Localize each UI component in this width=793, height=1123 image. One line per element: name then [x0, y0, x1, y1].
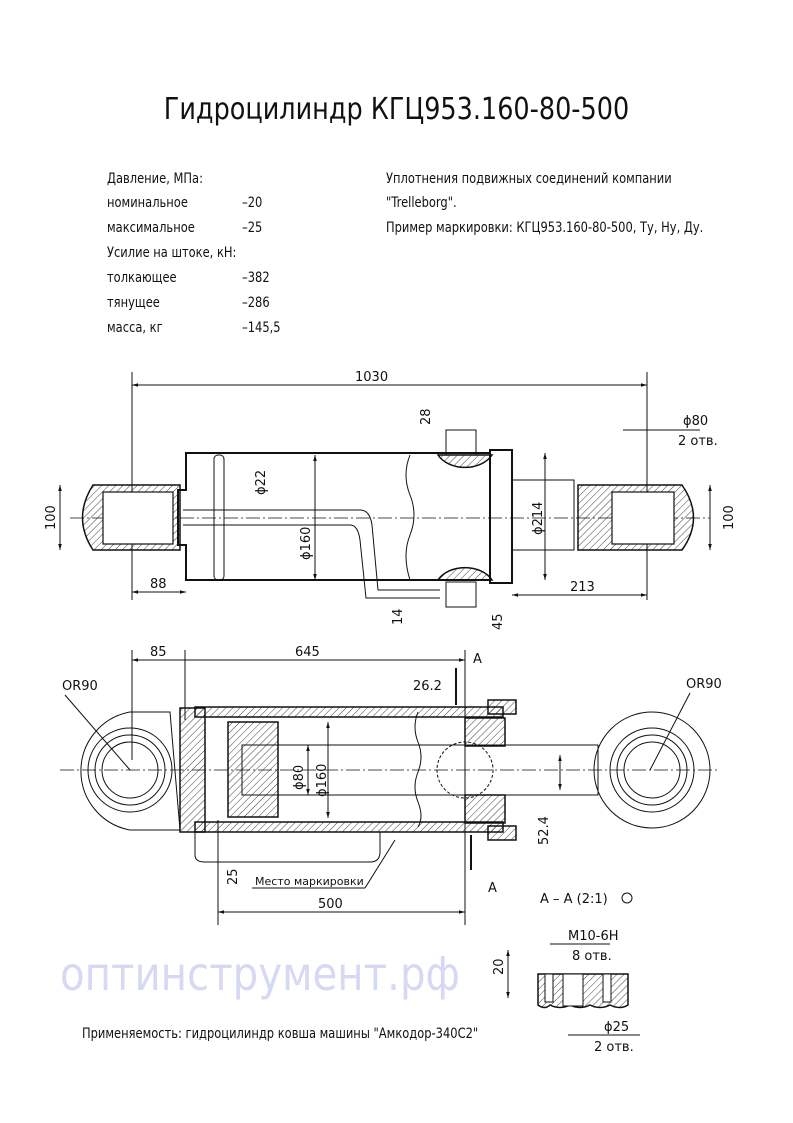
radius-right: OR90 [686, 677, 722, 692]
oil-pipe [183, 509, 440, 599]
spec-value: –145,5 [242, 320, 281, 336]
oil-pipe [194, 832, 381, 863]
dim-85: 85 [150, 645, 167, 660]
dim-645: 645 [295, 645, 320, 660]
note-line: Пример маркировки: КГЦ953.160-80-500, Ту… [386, 220, 704, 236]
spec-value: –382 [242, 270, 270, 286]
dim-d80: ϕ80 [292, 765, 307, 790]
section-mark-a-top: A [473, 652, 482, 667]
top-view: 1030 ϕ214 ϕ160 ϕ22 28 ϕ80 2 отв. 100 100… [44, 370, 737, 630]
dim-d160: ϕ160 [315, 764, 330, 797]
detail-a-a: А – А (2:1) М10-6Н 8 отв. 20 ϕ25 2 отв. [492, 892, 640, 1055]
spec-value: –20 [242, 195, 263, 211]
dim-25: 25 [226, 868, 241, 885]
spec-label: тянущее [107, 295, 160, 311]
section-view: 85 645 A A 26.2 OR90 OR90 ϕ80 ϕ160 52.4 [60, 645, 722, 925]
spec-label: масса, кг [107, 320, 163, 336]
dim-d160: ϕ160 [299, 527, 314, 560]
spec-label: толкающее [107, 270, 177, 286]
cylinder-body [177, 452, 491, 581]
spec-value: –25 [242, 220, 263, 236]
dim-d22: ϕ22 [254, 470, 269, 495]
dim-45: 45 [491, 613, 506, 630]
holes-2-label: 2 отв. [594, 1040, 634, 1055]
d25-label: ϕ25 [604, 1020, 629, 1035]
dim-100-left: 100 [44, 505, 59, 530]
dim-14: 14 [391, 608, 406, 625]
dim-500: 500 [318, 897, 343, 912]
page-title: Гидроцилиндр КГЦ953.160-80-500 [163, 92, 630, 127]
dim-213: 213 [570, 580, 595, 595]
dim-d214: ϕ214 [531, 502, 546, 535]
dim-88: 88 [150, 577, 167, 592]
dim-28: 28 [419, 408, 434, 425]
radius-left: OR90 [62, 679, 98, 694]
pressure-heading: Давление, МПа: [107, 171, 203, 187]
note-line: Уплотнения подвижных соединений компании [386, 171, 672, 187]
dim-1030: 1030 [355, 370, 388, 385]
spec-label: максимальное [107, 220, 195, 236]
spec-value: –286 [242, 295, 270, 311]
dim-d80: ϕ80 [683, 414, 708, 429]
section-mark-a-bottom: A [488, 881, 497, 896]
marking-place-label: Место маркировки [255, 875, 364, 888]
force-heading: Усилие на штоке, кН: [107, 245, 237, 261]
dim-holes-2: 2 отв. [678, 434, 718, 449]
holes-8-label: 8 отв. [572, 949, 612, 964]
dim-52-4: 52.4 [537, 816, 552, 845]
dim-26-2: 26.2 [413, 679, 442, 694]
piston [227, 721, 279, 818]
applicability-note: Применяемость: гидроцилиндр ковша машины… [82, 1026, 479, 1042]
spec-label: номинальное [107, 195, 188, 211]
detail-title: А – А (2:1) [540, 892, 608, 907]
rotation-icon [621, 892, 633, 904]
watermark: оптинструмент.рф [60, 947, 460, 1001]
note-line: "Trelleborg". [386, 195, 457, 211]
thread-label: М10-6Н [568, 929, 619, 944]
left-eye [80, 711, 181, 831]
dim-100-right: 100 [722, 505, 737, 530]
depth-label: 20 [492, 958, 507, 975]
